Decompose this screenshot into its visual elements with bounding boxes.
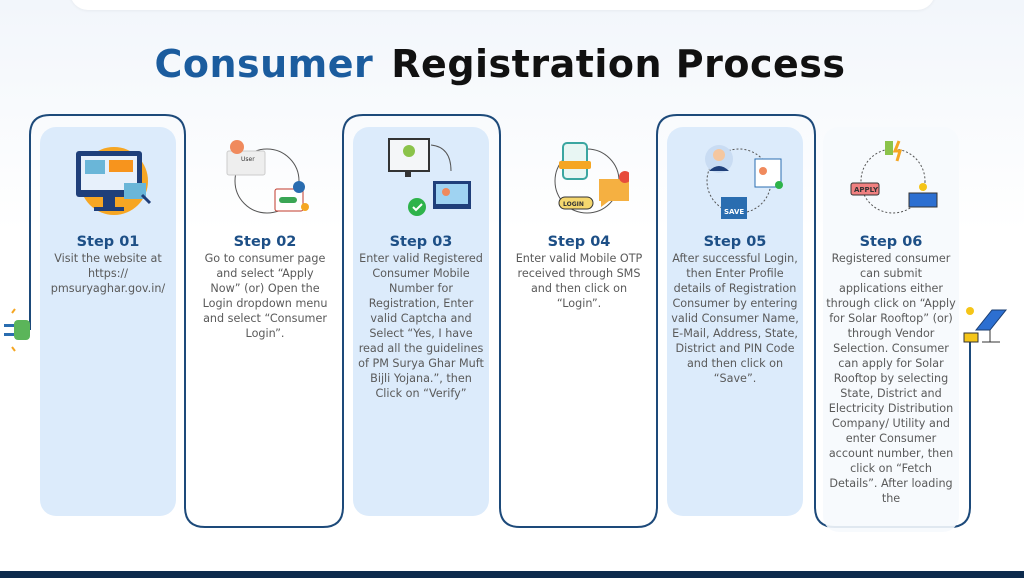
step-description: Registered consumer can submit applicati… bbox=[826, 252, 956, 505]
page-title: Consumer Registration Process bbox=[0, 42, 1000, 86]
svg-text:LOGIN: LOGIN bbox=[563, 201, 584, 208]
step-card-01: Step 01 Visit the website at https:// pm… bbox=[40, 127, 176, 516]
computer-website-icon bbox=[76, 147, 152, 215]
title-main: Registration Process bbox=[391, 42, 846, 86]
step-card-05: SAVE Step 05 After successful Login, the… bbox=[667, 127, 803, 516]
step-card-03: Step 03 Enter valid Registered Consumer … bbox=[353, 127, 489, 516]
step-title: Step 01 bbox=[76, 234, 140, 250]
otp-sms-login-icon: LOGIN bbox=[554, 142, 629, 214]
profile-save-icon: SAVE bbox=[705, 145, 783, 219]
step-description: Enter valid Mobile OTP received through … bbox=[515, 252, 643, 310]
top-bar bbox=[70, 0, 935, 10]
step-card-06: APPLY Step 06 Registered consumer can su… bbox=[823, 127, 959, 532]
step-title: Step 04 bbox=[547, 234, 611, 250]
step-description: Visit the website at https:// pmsuryagha… bbox=[50, 252, 166, 295]
svg-text:User: User bbox=[241, 156, 255, 163]
plug-icon bbox=[4, 308, 30, 352]
step-card-04: LOGIN Step 04 Enter valid Mobile OTP rec… bbox=[511, 127, 647, 516]
svg-text:SAVE: SAVE bbox=[724, 208, 744, 216]
verify-monitor-icon bbox=[388, 138, 471, 216]
step-description: After successful Login, then Enter Profi… bbox=[671, 252, 799, 385]
apply-solar-icon: APPLY bbox=[850, 140, 938, 214]
svg-text:APPLY: APPLY bbox=[854, 186, 879, 194]
solar-panel-icon bbox=[963, 307, 1008, 343]
step-card-02: User Step 02 Go to consumer page and sel… bbox=[197, 127, 333, 516]
step-title: Step 05 bbox=[703, 234, 767, 250]
title-highlight: Consumer bbox=[154, 42, 374, 86]
step-title: Step 06 bbox=[859, 234, 923, 250]
step-description: Enter valid Registered Consumer Mobile N… bbox=[358, 252, 484, 400]
bottom-bar bbox=[0, 571, 1024, 578]
step-title: Step 03 bbox=[389, 234, 453, 250]
step-title: Step 02 bbox=[233, 234, 297, 250]
step-description: Go to consumer page and select “Apply No… bbox=[202, 252, 328, 340]
login-user-key-icon: User bbox=[226, 140, 309, 214]
